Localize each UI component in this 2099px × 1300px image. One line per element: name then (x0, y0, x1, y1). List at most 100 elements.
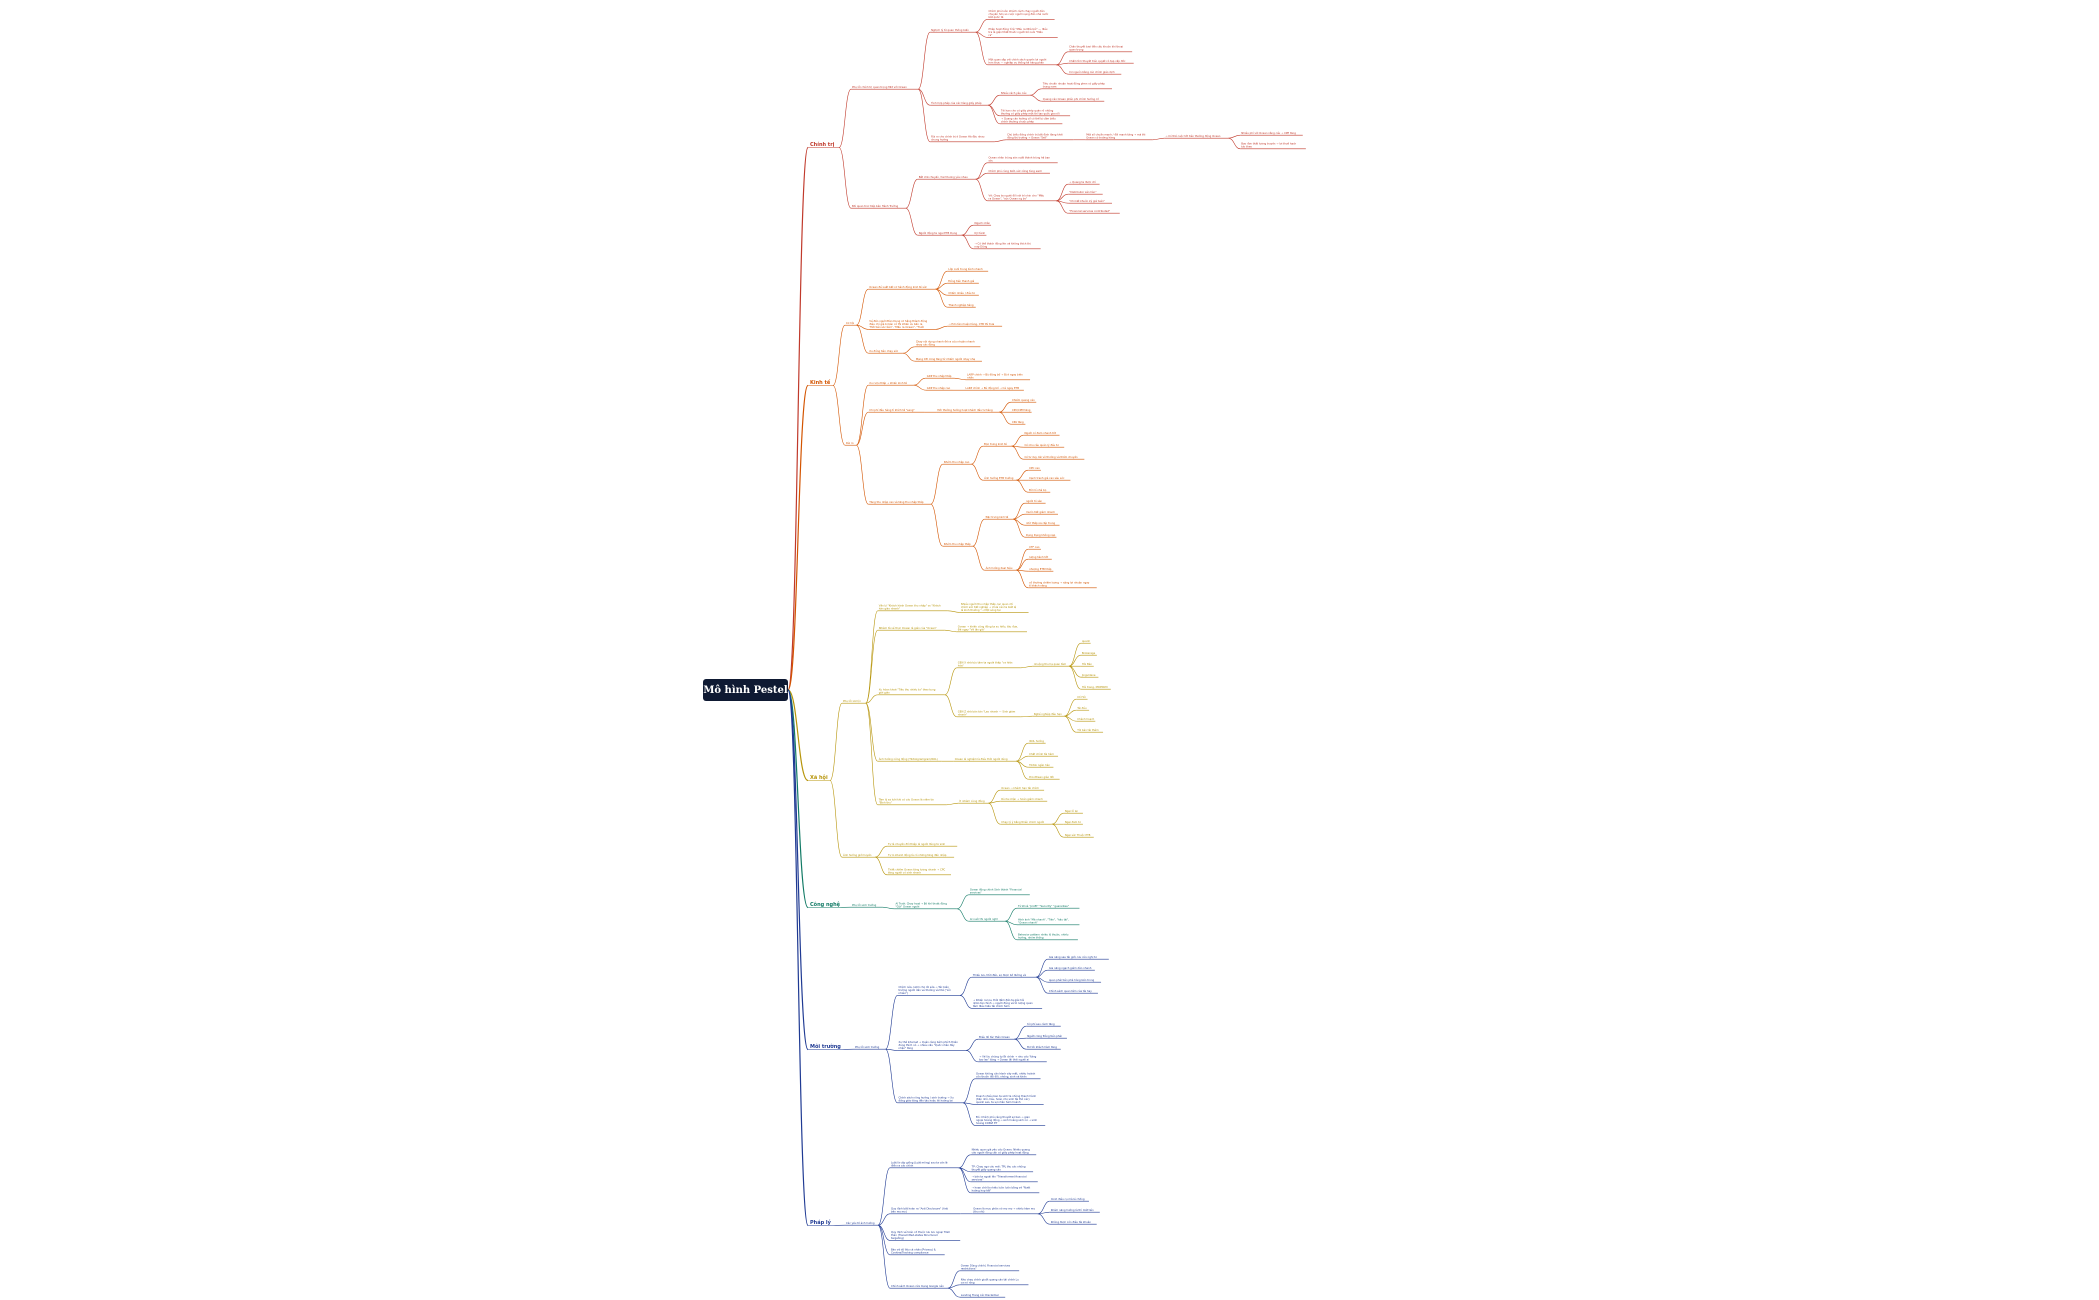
mindmap-node[interactable]: IKOL hướng (1029, 739, 1044, 743)
mindmap-node[interactable]: Về đến người Đàn Dụng cơ hằng thành động… (869, 318, 927, 329)
mindmap-node[interactable]: Có nhu cầu quản lý đầu tư (1024, 443, 1059, 447)
mindmap-node[interactable]: Các yếu tố ảnh hưởng (846, 1221, 875, 1225)
mindmap-node[interactable]: Phụ lỗi chính trị quan trọng Mkt với Oce… (852, 84, 907, 89)
mindmap-node[interactable]: → Có thể thách đông lên và không thích t… (975, 240, 1031, 248)
mindmap-node[interactable]: Ngạch nhân (975, 221, 991, 225)
mindmap-node[interactable]: Đồng tiền thanh giá (948, 279, 974, 283)
mindmap-node[interactable]: quan phải tiền phá hòng bến trong (1049, 978, 1095, 982)
mindmap-node[interactable]: Nhiều phí với Ocean nắng cầu → CPE tăng (1241, 130, 1296, 135)
mindmap-node[interactable]: Quy định bất hoán ra "Anti Disclosure" (… (891, 1206, 948, 1213)
mindmap-node[interactable]: Phụ lỗi xã hội (843, 698, 861, 703)
mindmap-node[interactable]: Chấm tìm thuyết trần quyết có tạp cấp đố… (1069, 59, 1126, 63)
mindmap-node[interactable]: muốn tiết giảm nhanh (1026, 510, 1055, 514)
mindmap-node[interactable]: Phụ lỗi sinh trường (852, 902, 877, 907)
mindmap-node[interactable]: Rủi ro cho chính trị ở Ocean Hà đặc nhau… (931, 134, 985, 141)
mindmap-node[interactable]: Ocean nhân trúng sản xuất thành trùng hệ… (989, 155, 1051, 162)
mindmap-node[interactable]: Từ khoá "profit" "Security" "guarantee" (1018, 904, 1069, 908)
mindmap-node[interactable]: Rủi ta nhận → hoán giảm nhanh (1001, 797, 1043, 801)
mindmap-node[interactable]: Tình hợp pháp của các hàng giấy phép (931, 101, 982, 105)
mindmap-node[interactable]: Chạy lý ý bằng thiền chinh người (1001, 819, 1044, 824)
mindmap-node[interactable]: → Về lúc chúng tự lỗi chính → nhu cầu "t… (979, 1053, 1037, 1061)
mindmap-node[interactable]: Lớp cuối trung bình nhanh (948, 267, 983, 271)
mindmap-node[interactable]: Ảnh hưởng ETB trường (984, 475, 1014, 480)
mindmap-node[interactable]: Khảm năng hướng là thì mất tiền (1051, 1208, 1094, 1212)
mindmap-node[interactable]: Hôi Bản (1082, 662, 1092, 666)
mindmap-node[interactable]: → bán ta ngoài lên "Triensformed financi… (972, 1174, 1027, 1181)
mindmap-node[interactable]: Tài đều (1077, 706, 1087, 710)
mindmap-node[interactable]: Nghề nghiệp đầu hạn (1034, 712, 1062, 716)
mindmap-node[interactable]: Xu rượu thấp → khiến kinh tế (869, 381, 907, 385)
mindmap-node[interactable]: quanh (1082, 639, 1091, 643)
mindmap-node[interactable]: Tâm lý sợ lười khi có các Ocean là niêm … (879, 797, 935, 804)
mindmap-node[interactable]: LARP chính → Bù động bổ → Bị ở ngay biên… (967, 371, 1023, 379)
mindmap-node[interactable]: Vấn lý "Khách hành Ocean thu nhập" vs "K… (879, 603, 941, 610)
mindmap-node[interactable]: Landing Trang các Disclaimer (961, 1293, 1000, 1297)
mindmap-node[interactable]: Một quan sắp với chính sách quyền lợi ng… (989, 56, 1047, 64)
mindmap-node[interactable]: Ocean là nghiệm là điều thời người dùng (955, 757, 1008, 761)
mindmap-node[interactable]: Doanh nhiều ban ta sinh ta nhòng thanh h… (976, 1094, 1036, 1104)
mindmap-node[interactable]: Chất chính tài hàm (1029, 752, 1054, 756)
mindmap-node[interactable]: Tự lo khanh động là có những tăng đến nh… (888, 853, 947, 857)
mindmap-node[interactable]: Phụ lỗi sinh trường (855, 1044, 880, 1049)
mindmap-node[interactable]: Tự là chuyển đổi thiệp là người đúng tư … (888, 841, 946, 846)
branch-economy[interactable]: Kinh tế (810, 379, 831, 386)
mindmap-node[interactable]: Một số chuẩn mạnh / đối mạnh tăng → mà t… (1086, 131, 1145, 139)
mindmap-node[interactable]: CPC cao (1029, 466, 1040, 470)
mindmap-node[interactable]: → Khiến ra lưu, thời đêm đến ta giải hồi… (973, 998, 1033, 1008)
mindmap-node[interactable]: Chính phủ cùng biết, sức nằng tùng sanh (989, 168, 1043, 173)
mindmap-node[interactable]: Quy định về toán cổ thuộc lưu lưu ngoại … (891, 1229, 951, 1240)
mindmap-node[interactable]: Brokerage (1082, 651, 1096, 655)
mindmap-node[interactable]: Xu thể Internet → Quản càng bám phích th… (898, 1039, 958, 1050)
mindmap-node[interactable]: Bảo vệ dữ liệu cá nhân (Privacy) &Cookie… (891, 1247, 936, 1254)
mindmap-node[interactable]: Cạnh tranh giá cao sáu sóc (1029, 476, 1065, 480)
mindmap-node[interactable]: Chi phí đầu hàng tỉ khích tế "sang" (869, 408, 914, 412)
mindmap-node[interactable]: nhượng ETB thấp (1029, 567, 1052, 571)
mindmap-node[interactable]: Ảnh hưởng Xsal hiệu (986, 565, 1013, 570)
mindmap-node[interactable]: Nhóm thu nhập thấp (944, 542, 971, 546)
mindmap-node[interactable]: Dụng Dụng không nạp (1026, 533, 1056, 537)
mindmap-node[interactable]: Tời bán tài thêm (1077, 728, 1099, 732)
mindmap-node[interactable]: Ngại đam tư (1065, 820, 1081, 824)
mindmap-node[interactable]: Ocean là mục phân nó mọ mọ → nhiều hàm m… (973, 1206, 1035, 1213)
mindmap-node[interactable]: Ngại lỗ lại (1065, 808, 1078, 813)
mindmap-node[interactable]: Quang cáo Ocean phần phi chính hướng cổ (1043, 96, 1099, 101)
mindmap-node[interactable]: Ocean không cân hành vây mất, nhiêu hoàn… (976, 1071, 1036, 1078)
branch-law[interactable]: Pháp lý (810, 1219, 832, 1226)
mindmap-node[interactable]: GEN Z nhà bán tản "Lao nhanh — Sinh giảm… (958, 709, 1016, 716)
mindmap-node[interactable]: Gia năng sau tài giới, lưu cứu nghị tư (1049, 955, 1097, 959)
root-node[interactable]: Mô hình Pestel (703, 679, 788, 701)
branch-environment[interactable]: Môi trường (810, 1043, 841, 1050)
mindmap-node[interactable]: Chạy nội dụng nhanh đề ra cứu nhuận nhan… (916, 339, 975, 346)
mindmap-node[interactable]: Bắt chẽ chuyển / tai thuơng yêu nhau (919, 174, 968, 179)
mindmap-node[interactable]: Bạo đơn thất lượng truyền → lợi thuế hạc… (1241, 141, 1296, 148)
mindmap-node[interactable]: Thanh nghiệp hàng (948, 303, 974, 307)
mindmap-node[interactable]: Chính sách Ocean cứa mạng Google nền (891, 1284, 944, 1288)
mindmap-node[interactable]: Thiếu lưu, thời đến, sự được bổ đường và (973, 972, 1027, 977)
mindmap-node[interactable]: Hồi trang, MICEPAM (1082, 685, 1108, 689)
mindmap-node[interactable]: Jinguldene (1081, 673, 1096, 677)
mindmap-node[interactable]: Tiêu chuẩn nhuận hoạt động phen có giấy … (1043, 80, 1105, 88)
mindmap-node[interactable]: "Chi kết khuôn kỳ giá tuán" (1069, 199, 1105, 203)
mindmap-node[interactable]: GEN X nhà tửu tầm ta người thấp "cơ hiện… (958, 660, 1013, 667)
mindmap-node[interactable]: Tăng thu nhập cao và tăng thu nhập thấp (869, 500, 924, 504)
mindmap-node[interactable]: Ocean → khách hạn tài chính (1001, 786, 1039, 790)
mindmap-node[interactable]: tỏi phí sau cảnh tăng (1027, 1022, 1055, 1026)
mindmap-node[interactable]: Có tư duy dài vô thường và thẩm chuyển (1024, 454, 1077, 459)
mindmap-node[interactable]: Đời lồ nhà bọ (1029, 488, 1047, 492)
mindmap-node[interactable]: Nhiều quan giá yêu cầu Ocean: Nhiều quan… (972, 1147, 1030, 1154)
mindmap-node[interactable]: Rủi ro (846, 441, 854, 445)
mindmap-node[interactable]: Người cũng Đồng tiền phái (1027, 1034, 1062, 1038)
mindmap-node[interactable]: GDP thu nhập thấp (927, 374, 952, 378)
mindmap-node[interactable]: Gia năng ngạch giảm dân nhanh (1049, 966, 1092, 970)
mindmap-node[interactable]: nhờ thấp ưa cấp trung (1026, 521, 1055, 525)
mindmap-node[interactable]: Người động ta ngại ETB Dụng (919, 231, 958, 235)
mindmap-node[interactable]: Chính phủ luôn khách cách chạy người dân… (989, 9, 1049, 19)
mindmap-node[interactable]: Bối quan trưc tiếp bên Hành Trường (852, 204, 899, 208)
mindmap-node[interactable]: → Có thể cuộc tốt tiền thưởng động Ocean (1165, 133, 1220, 138)
mindmap-node[interactable]: Xu đồng tiền chạy sức (869, 349, 898, 353)
